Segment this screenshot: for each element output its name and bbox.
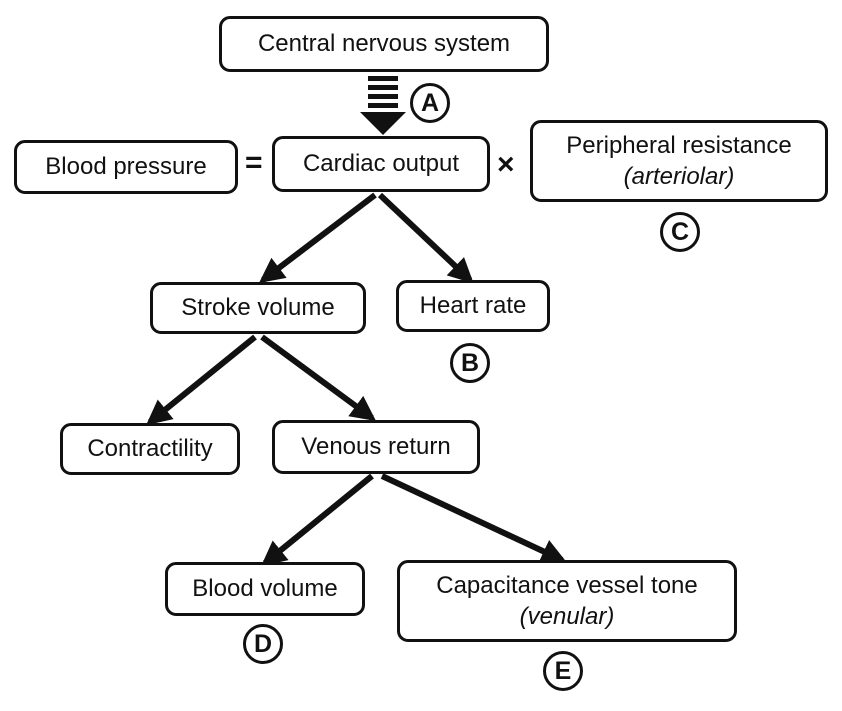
node-contractility: Contractility — [60, 423, 240, 475]
arrow-sv-to-vr — [260, 334, 377, 421]
node-label: Blood pressure — [45, 153, 207, 181]
arrow-co-to-hr — [377, 192, 474, 284]
label-d: D — [243, 624, 283, 664]
times-operator: × — [497, 148, 515, 181]
arrow-vr-to-bv — [261, 473, 374, 567]
node-label: Capacitance vessel tone — [436, 571, 698, 599]
label-a: A — [410, 83, 450, 123]
node-label: Stroke volume — [181, 294, 335, 322]
label-b: B — [450, 343, 490, 383]
node-label: Central nervous system — [257, 30, 511, 58]
equals-operator: = — [245, 146, 263, 179]
arrow-vr-to-capacitance — [380, 473, 567, 563]
node-blood-volume: Blood volume — [165, 562, 365, 616]
node-sublabel: (venular) — [519, 603, 615, 630]
node-label: Peripheral resistance — [566, 131, 792, 159]
node-heart-rate: Heart rate — [396, 280, 550, 332]
node-capacitance-vessel-tone: Capacitance vessel tone (venular) — [397, 560, 737, 642]
node-central-nervous-system: Central nervous system — [219, 16, 549, 72]
node-peripheral-resistance: Peripheral resistance (arteriolar) — [530, 120, 828, 202]
node-label: Cardiac output — [302, 150, 460, 178]
arrow-co-to-sv — [258, 192, 377, 284]
label-c: C — [660, 212, 700, 252]
node-blood-pressure: Blood pressure — [14, 140, 238, 194]
node-stroke-volume: Stroke volume — [150, 282, 366, 334]
node-label: Venous return — [301, 433, 451, 461]
node-venous-return: Venous return — [272, 420, 480, 474]
node-label: Blood volume — [192, 575, 338, 603]
cns-arrow — [360, 76, 406, 135]
label-e: E — [543, 651, 583, 691]
node-cardiac-output: Cardiac output — [272, 136, 490, 192]
node-label: Contractility — [87, 435, 213, 463]
node-sublabel: (arteriolar) — [623, 163, 735, 190]
arrow-sv-to-contractility — [146, 334, 257, 426]
node-label: Heart rate — [419, 292, 527, 320]
